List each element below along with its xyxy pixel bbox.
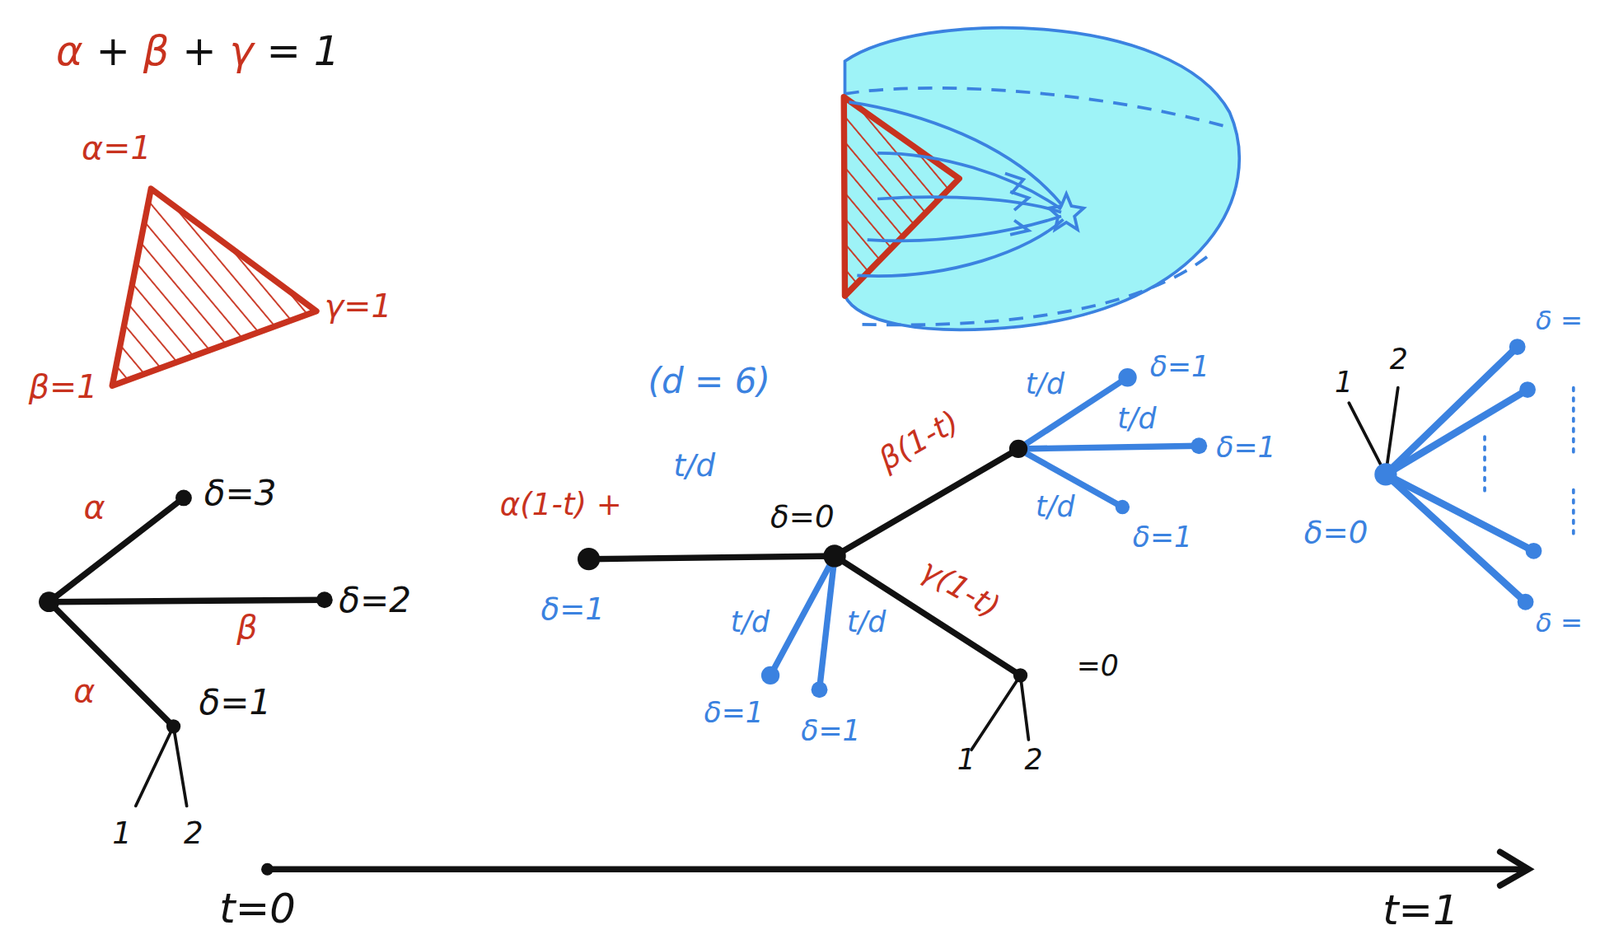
cone-illustration bbox=[843, 28, 1240, 331]
math-label: γ(1-t) bbox=[915, 552, 1006, 625]
math-label: β bbox=[236, 610, 258, 647]
formula-glyph bbox=[216, 27, 230, 75]
math-label: 2 bbox=[1024, 744, 1043, 777]
math-label: t/d bbox=[846, 607, 886, 639]
math-label: t/d bbox=[1117, 403, 1156, 436]
math-label: δ=0 bbox=[1304, 514, 1369, 549]
math-label: δ=1 bbox=[800, 715, 861, 748]
tree-left bbox=[48, 497, 324, 806]
math-label: α=1 bbox=[81, 130, 152, 168]
time-axis bbox=[266, 851, 1529, 886]
formula-glyph bbox=[83, 27, 97, 75]
formula-glyph bbox=[300, 27, 314, 75]
math-label: t/d bbox=[730, 607, 770, 639]
math-label: γ=1 bbox=[324, 289, 393, 326]
math-label: δ=1 bbox=[199, 683, 272, 722]
math-label: α bbox=[73, 673, 95, 710]
math-label: δ=1 bbox=[1150, 351, 1210, 384]
formula-glyph: + bbox=[96, 27, 131, 75]
math-label: β(1-t) bbox=[872, 404, 964, 478]
formula-glyph: α bbox=[56, 27, 84, 75]
math-label: δ=0 bbox=[770, 500, 835, 534]
math-label: δ=3 bbox=[204, 474, 277, 513]
math-label: δ=2 bbox=[338, 581, 412, 620]
math-label: β=1 bbox=[28, 369, 99, 406]
math-label: t/d bbox=[1035, 491, 1075, 524]
math-label: t=0 bbox=[219, 885, 295, 931]
math-label: δ=1 bbox=[1216, 432, 1276, 464]
math-label: t/d bbox=[1025, 369, 1065, 401]
math-label: α bbox=[84, 489, 106, 526]
formula-glyph: = bbox=[266, 27, 302, 75]
math-label: 1 bbox=[957, 744, 976, 777]
formula-glyph: + bbox=[182, 27, 217, 75]
formula-glyph: γ bbox=[229, 27, 253, 75]
math-label: 2 bbox=[183, 816, 204, 851]
math-label: α + β + γ = 1 bbox=[56, 28, 340, 74]
math-label: α(1-t) + bbox=[500, 487, 623, 522]
math-label: 1 bbox=[112, 816, 132, 851]
tree-right bbox=[1348, 346, 1573, 603]
formula-glyph: β bbox=[143, 27, 170, 75]
math-label: 2 bbox=[1389, 345, 1409, 377]
formula-glyph bbox=[168, 27, 183, 75]
math-label: δ=1 bbox=[1132, 522, 1193, 554]
math-label: δ=1 bbox=[704, 697, 764, 730]
math-label: δ = bbox=[1535, 306, 1583, 336]
formula-glyph: 1 bbox=[313, 27, 341, 75]
math-label: 1 bbox=[1334, 367, 1353, 399]
tree-middle bbox=[589, 377, 1200, 750]
math-label: t=1 bbox=[1382, 888, 1459, 933]
math-label: (d = 6) bbox=[647, 362, 770, 401]
math-label: =0 bbox=[1076, 650, 1119, 683]
math-label: δ=1 bbox=[540, 591, 605, 626]
formula-glyph bbox=[253, 27, 267, 75]
formula-glyph bbox=[130, 27, 144, 75]
math-label: δ = bbox=[1535, 608, 1583, 637]
math-label: t/d bbox=[673, 449, 716, 483]
simplex bbox=[112, 188, 317, 386]
